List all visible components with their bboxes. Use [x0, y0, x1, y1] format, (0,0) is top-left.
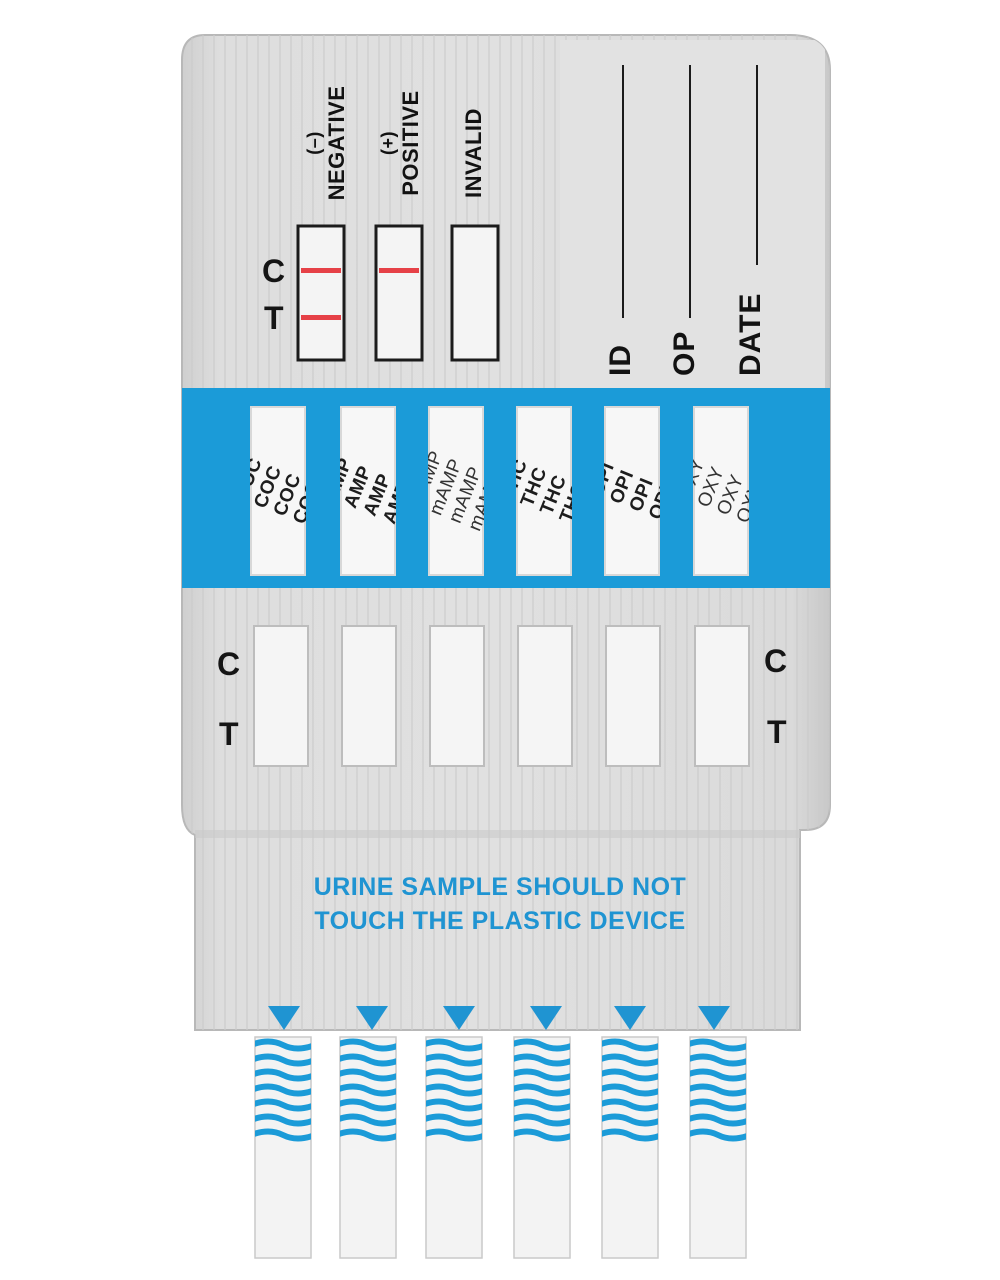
result-t-label-left: T: [219, 716, 239, 752]
op-label: OP: [668, 330, 701, 376]
dip-strip: [601, 1036, 659, 1259]
dip-strip: [689, 1036, 747, 1259]
wave-pattern-icon: [426, 1038, 482, 1142]
invalid-label: INVALID: [461, 108, 486, 198]
wave-pattern-icon: [514, 1038, 570, 1142]
wave-pattern-icon: [255, 1038, 311, 1142]
legend-t-label: T: [264, 300, 284, 336]
negative-label: NEGATIVE: [324, 85, 349, 201]
positive-sign: (+): [378, 131, 398, 155]
wave-pattern-icon: [690, 1038, 746, 1142]
legend-window-invalid: [450, 224, 500, 362]
result-c-label-left: C: [217, 646, 241, 682]
wave-pattern-icon: [602, 1038, 658, 1142]
negative-t-line: [301, 315, 341, 320]
result-c-label-right: C: [764, 643, 788, 679]
dip-strip: [425, 1036, 483, 1259]
warning-line-1: URINE SAMPLE SHOULD NOT: [313, 873, 687, 901]
positive-c-line: [379, 268, 419, 273]
legend-negative-text: (–) NEGATIVE: [304, 78, 350, 208]
wave-pattern-icon: [340, 1038, 396, 1142]
legend-c-label: C: [262, 253, 286, 289]
id-label: ID: [604, 344, 637, 376]
legend-invalid-text: INVALID: [461, 98, 487, 208]
result-windows: [253, 625, 750, 767]
dip-strip: [339, 1036, 397, 1259]
negative-sign: (–): [304, 131, 324, 155]
result-t-label-right: T: [767, 714, 787, 750]
dip-strip: [513, 1036, 571, 1259]
legend-window-negative: [296, 224, 346, 362]
negative-c-line: [301, 268, 341, 273]
legend-window-positive: [374, 224, 424, 362]
dip-strip: [254, 1036, 312, 1259]
positive-label: POSITIVE: [398, 90, 423, 196]
date-label: DATE: [734, 292, 767, 376]
warning-line-2: TOUCH THE PLASTIC DEVICE: [314, 907, 686, 935]
legend-positive-text: (+) POSITIVE: [378, 78, 424, 208]
down-triangle-icon: [268, 1006, 730, 1030]
